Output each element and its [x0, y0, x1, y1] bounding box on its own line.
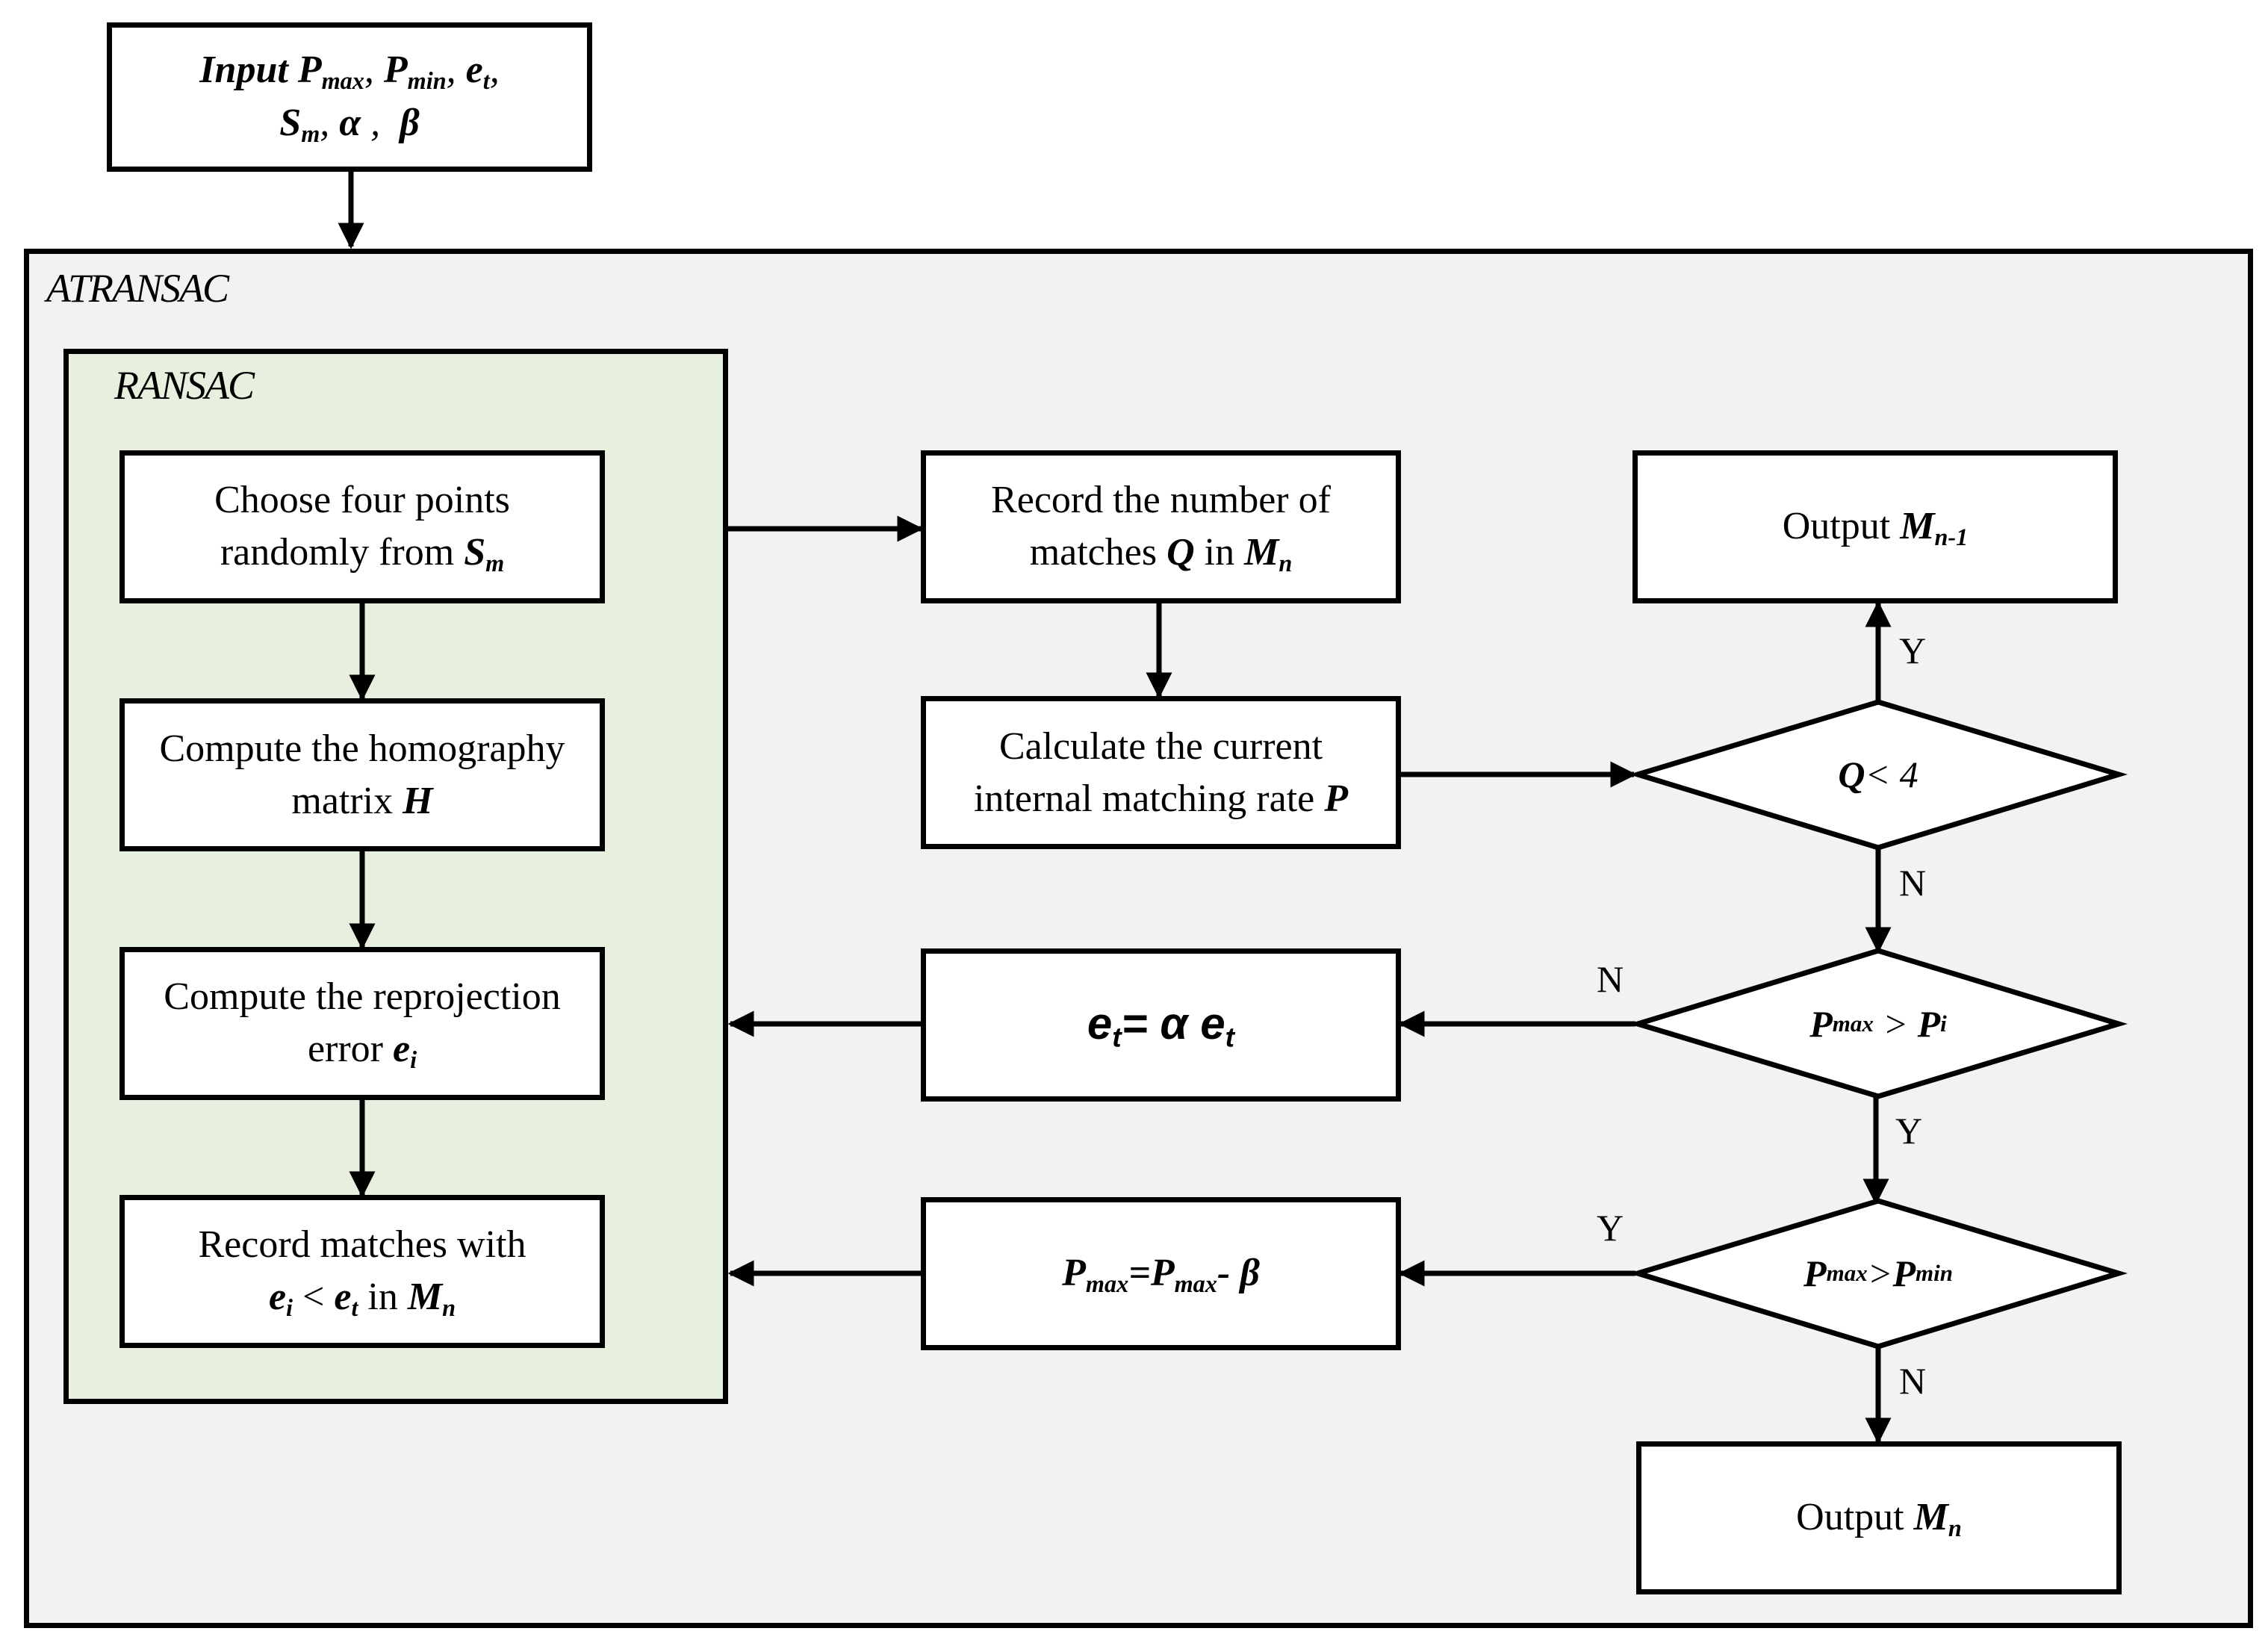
less-than-operator: <: [302, 1275, 325, 1318]
edge-label-q-yes: Y: [1899, 630, 1927, 671]
et-equals: =: [1121, 998, 1148, 1049]
homography-line1: Compute the homography: [159, 727, 565, 771]
choose-points-box: Choose four points randomly from Sm: [119, 450, 605, 603]
s-m-symbol: S: [279, 102, 302, 144]
matching-rate-line1: Calculate the current: [998, 725, 1323, 768]
in-word: in: [367, 1275, 398, 1318]
pmin-check-lhs: P: [1803, 1252, 1827, 1294]
e-i-variable: e: [392, 1027, 411, 1070]
m-n-1-variable: M: [1900, 505, 1935, 548]
input-box: Input Pmax, Pmin, et, Sm, α , β: [107, 22, 592, 172]
pmax-beta: β: [1240, 1252, 1260, 1295]
m-n-final-subscript: n: [1948, 1515, 1962, 1542]
p-min-symbol: P: [383, 49, 408, 92]
matching-rate-box: Calculate the current internal matching …: [921, 696, 1401, 849]
pmin-check-lhs-subscript: max: [1826, 1260, 1868, 1286]
q-check-var: Q: [1838, 754, 1865, 795]
edge-label-pmin-no: N: [1899, 1360, 1927, 1402]
m-n-term: M: [407, 1275, 443, 1318]
alpha-symbol: α: [339, 102, 361, 144]
choose-points-line1: Choose four points: [214, 479, 510, 522]
output-final-prefix: Output: [1796, 1496, 1904, 1539]
p-max-subscript: max: [321, 67, 364, 95]
decision-diamond-pmin: [1628, 1198, 2128, 1350]
s-m-variable: S: [464, 530, 486, 574]
reprojection-line1: Compute the reprojection: [164, 975, 561, 1019]
update-et-box: et= α et: [921, 948, 1401, 1102]
et-lhs: e: [1087, 998, 1113, 1049]
s-m-variable-subscript: m: [485, 549, 505, 577]
m-n-1-subscript: n-1: [1934, 524, 1969, 551]
e-i-term: e: [268, 1275, 287, 1318]
input-prefix: Input: [199, 49, 288, 92]
p-check-rhs-subscript: i: [1940, 1010, 1947, 1037]
e-i-variable-subscript: i: [410, 1046, 417, 1073]
record-matches-line1: Record matches with: [198, 1223, 526, 1267]
beta-symbol: β: [400, 102, 420, 144]
homography-box: Compute the homography matrix H: [119, 698, 605, 851]
e-i-term-subscript: i: [286, 1293, 293, 1321]
q-variable: Q: [1166, 530, 1195, 574]
pmax-lhs: P: [1062, 1252, 1086, 1295]
ransac-label: RANSAC: [114, 363, 255, 408]
record-number-line2: matches: [1029, 530, 1158, 574]
reprojection-line2: error: [307, 1027, 383, 1070]
e-t-term-subscript: t: [351, 1293, 358, 1321]
p-check-op: >: [1883, 1003, 1909, 1045]
update-pmax-box: Pmax=Pmax- β: [921, 1197, 1401, 1350]
record-matches-box: Record matches with ei < et in Mn: [119, 1195, 605, 1348]
output-prev-box: Output Mn-1: [1632, 450, 2118, 603]
et-rhs-subscript: t: [1225, 1021, 1235, 1053]
p-min-subscript: min: [407, 67, 447, 95]
record-number-box: Record the number of matches Q in Mn: [921, 450, 1401, 603]
output-final-box: Output Mn: [1636, 1441, 2122, 1594]
m-n-term-subscript: n: [442, 1293, 456, 1321]
p-max-symbol: P: [297, 49, 322, 92]
e-t-subscript: t: [482, 67, 490, 95]
pmax-equals: =: [1128, 1252, 1151, 1295]
e-t-symbol: e: [465, 49, 483, 92]
edge-label-p-yes: Y: [1895, 1110, 1923, 1152]
p-check-rhs: P: [1917, 1003, 1941, 1045]
s-m-subscript: m: [301, 120, 320, 148]
edge-label-pmin-yes: Y: [1597, 1207, 1624, 1249]
reprojection-box: Compute the reprojection error ei: [119, 947, 605, 1100]
output-prev-prefix: Output: [1782, 505, 1891, 548]
ransac-region: [63, 349, 728, 1404]
m-n-variable: M: [1244, 530, 1279, 574]
q-check-rest: < 4: [1865, 754, 1919, 795]
decision-diamond-p: [1628, 948, 2128, 1099]
p-variable: P: [1324, 777, 1348, 820]
p-check-lhs-subscript: max: [1832, 1010, 1874, 1037]
pmin-check-rhs: P: [1892, 1252, 1916, 1294]
record-number-line1: Record the number of: [991, 479, 1331, 522]
q-check-label: Q< 4: [1624, 704, 2132, 845]
pmax-lhs-subscript: max: [1085, 1270, 1129, 1298]
choose-points-line2: randomly from: [220, 530, 455, 574]
h-variable: H: [403, 779, 433, 822]
pmax-minus: -: [1217, 1252, 1231, 1295]
edge-label-p-no: N: [1597, 958, 1624, 1000]
pmin-check-op: >: [1867, 1252, 1893, 1294]
e-t-term: e: [334, 1275, 352, 1318]
decision-diamond-q: [1628, 699, 2128, 851]
m-n-final-variable: M: [1913, 1496, 1948, 1539]
homography-line2: matrix: [291, 779, 394, 822]
record-number-in: in: [1204, 530, 1235, 574]
atransac-region: [24, 249, 2253, 1628]
m-n-variable-subscript: n: [1279, 549, 1293, 577]
matching-rate-line2: internal matching rate: [973, 777, 1315, 820]
et-alpha: α: [1160, 998, 1188, 1049]
edge-label-q-no: N: [1899, 862, 1927, 904]
pmax-rhs-subscript: max: [1174, 1270, 1217, 1298]
pmin-check-rhs-subscript: min: [1916, 1260, 1953, 1286]
p-check-lhs: P: [1809, 1003, 1833, 1045]
et-lhs-subscript: t: [1112, 1021, 1122, 1053]
et-rhs: e: [1200, 998, 1225, 1049]
pmax-rhs: P: [1150, 1252, 1175, 1295]
atransac-label: ATRANSAC: [46, 266, 229, 311]
